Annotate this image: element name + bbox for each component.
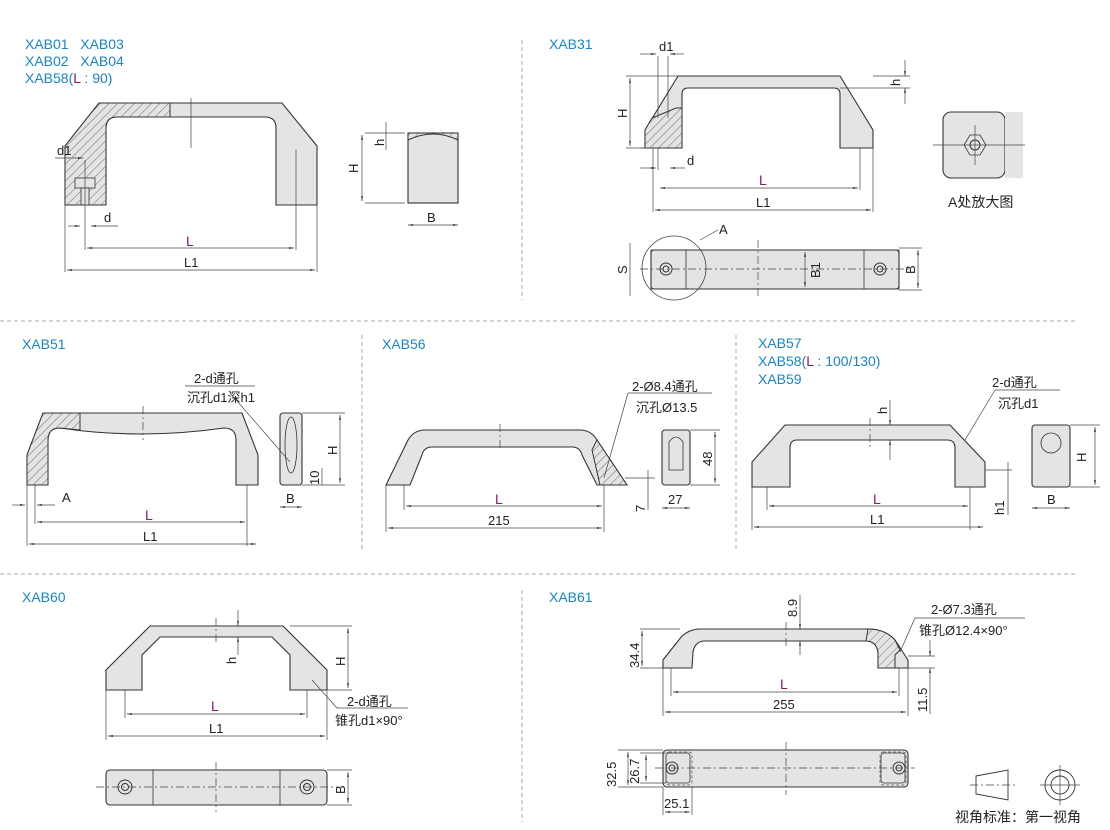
hole-note: 沉孔d1深h1	[187, 390, 255, 405]
dim-32.5: 32.5	[604, 762, 619, 787]
section-xab61: XAB61 8.9 34.4 2-Ø7.3通孔 锥孔Ø12.4×90° 11.5…	[549, 589, 1025, 815]
dim-A: A	[62, 490, 71, 505]
hole-note: 2-d通孔	[992, 375, 1037, 390]
dim-S: S	[615, 265, 630, 274]
dim-L1: L1	[184, 255, 198, 270]
section-xab60: XAB60 h H 2-d通孔 锥孔d1×90° L L1 B	[22, 589, 408, 812]
dim-L1: L1	[143, 529, 157, 544]
dim-215: 215	[488, 513, 510, 528]
model-label: XAB58(L : 100/130)	[758, 353, 880, 369]
first-angle-projection-symbol: 视角标准：第一视角	[955, 765, 1081, 825]
handle-front-view	[751, 424, 986, 488]
section-xab01: XAB01 XAB03 XAB02 XAB04 XAB58(L : 90) d1…	[25, 36, 459, 272]
dim-H: H	[1074, 453, 1089, 462]
hole-note: 2-d通孔	[347, 694, 392, 709]
model-label: XAB59	[758, 371, 802, 387]
handle-side-view	[1031, 424, 1071, 488]
detail-caption: A处放大图	[948, 194, 1013, 210]
dim-B: B	[903, 265, 918, 274]
model-label: XAB56	[382, 336, 426, 352]
concentric-circles-icon	[1040, 765, 1080, 805]
dim-L1: L1	[756, 195, 770, 210]
dim-L: L	[495, 491, 503, 507]
dim-L: L	[145, 507, 153, 523]
dim-B1: B1	[808, 262, 823, 278]
dim-h: h	[224, 657, 239, 664]
dim-25.1: 25.1	[664, 796, 689, 811]
dim-B: B	[427, 210, 436, 225]
hole-note: 锥孔Ø12.4×90°	[919, 623, 1008, 638]
dim-255: 255	[773, 697, 795, 712]
dim-L: L	[186, 233, 194, 249]
model-label: XAB51	[22, 336, 66, 352]
dim-L: L	[759, 172, 767, 188]
detail-marker-A: A	[719, 222, 728, 237]
dim-26.7: 26.7	[627, 759, 642, 784]
dim-7: 7	[633, 505, 648, 512]
dim-h: h	[888, 79, 903, 86]
dim-d1: d1	[659, 39, 673, 54]
hole-note: 沉孔Ø13.5	[636, 400, 697, 415]
handle-top-view	[650, 249, 900, 290]
dim-L: L	[873, 491, 881, 507]
dim-d: d	[104, 210, 111, 225]
dim-34.4: 34.4	[627, 643, 642, 668]
dim-h1: h1	[992, 501, 1007, 515]
model-label: XAB31	[549, 36, 593, 52]
dim-27: 27	[668, 492, 682, 507]
section-xab57: XAB57 XAB58(L : 100/130) XAB59 2-d通孔 沉孔d…	[751, 335, 1100, 530]
section-xab31: XAB31 d1 d H h L L1 A S B1 B A处放大图	[549, 36, 1025, 301]
handle-front-view	[385, 429, 629, 486]
hole-note: 沉孔d1	[998, 396, 1038, 411]
model-label: XAB57	[758, 335, 802, 351]
dim-H: H	[333, 657, 348, 666]
handle-side-view	[661, 429, 691, 486]
frustum-icon	[975, 769, 1009, 801]
dim-8.9: 8.9	[785, 599, 800, 617]
hole-note: 2-Ø7.3通孔	[931, 602, 997, 617]
projection-note: 视角标准：第一视角	[955, 809, 1081, 825]
handle-top-view	[662, 749, 909, 788]
section-dividers	[0, 40, 1075, 822]
model-label: XAB60	[22, 589, 66, 605]
dim-H: H	[325, 446, 340, 455]
handle-top-view	[105, 769, 328, 806]
dim-h: h	[875, 407, 890, 414]
model-label: XAB02 XAB04	[25, 53, 124, 69]
dim-11.5: 11.5	[915, 688, 930, 712]
dim-L1: L1	[870, 512, 884, 527]
dim-L1: L1	[209, 721, 223, 736]
dim-h: h	[372, 139, 387, 146]
hole-note: 2-Ø8.4通孔	[632, 379, 698, 394]
hole-note: 锥孔d1×90°	[335, 713, 403, 728]
handle-side-view	[407, 132, 459, 204]
dim-B: B	[1047, 492, 1056, 507]
dim-H: H	[346, 164, 361, 173]
section-xab56: XAB56 2-Ø8.4通孔 沉孔Ø13.5 48 7 27 L 215	[382, 336, 720, 532]
model-label: XAB58(L : 90)	[25, 70, 112, 86]
dim-B: B	[286, 491, 295, 506]
handle-front-view	[105, 625, 328, 691]
section-xab51: XAB51 2-d通孔 沉孔d1深h1 H 10 B A L L1	[12, 336, 345, 546]
dim-48: 48	[700, 452, 715, 466]
dim-H: H	[615, 109, 630, 118]
model-label: XAB61	[549, 589, 593, 605]
dim-B: B	[333, 785, 348, 794]
dim-d1: d1	[57, 143, 71, 158]
dim-d: d	[687, 153, 694, 168]
hole-note: 2-d通孔	[194, 371, 239, 386]
dim-L: L	[211, 698, 219, 714]
handle-side-view	[279, 412, 303, 486]
dim-L: L	[780, 676, 788, 692]
model-label: XAB01 XAB03	[25, 36, 124, 52]
dim-10: 10	[307, 471, 322, 485]
